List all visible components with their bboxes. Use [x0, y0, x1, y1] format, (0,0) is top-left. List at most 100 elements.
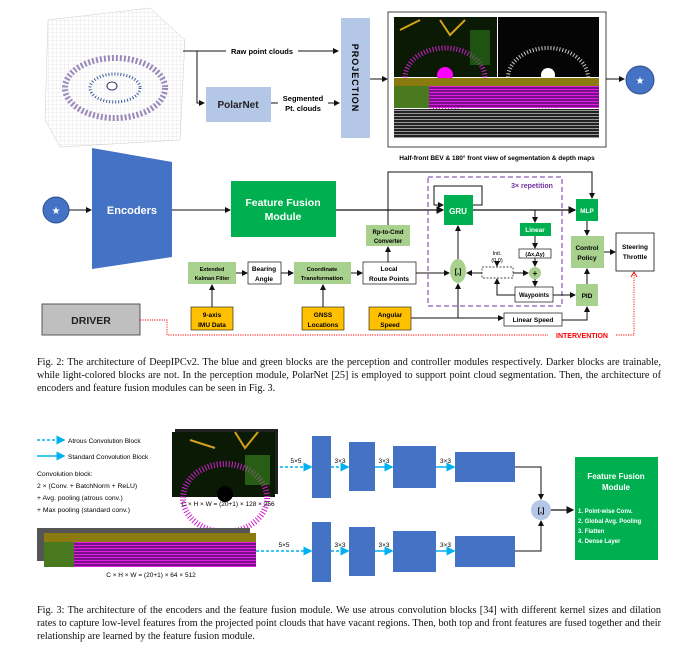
projection-label: PROJECTION — [350, 44, 360, 113]
star-connector-icon — [625, 65, 655, 95]
conv-block — [349, 442, 375, 491]
coord-label-2: Transformation — [301, 276, 344, 282]
plus-node — [529, 267, 541, 279]
kernel-size-label: 3×3 — [334, 458, 345, 465]
rp-to-cmd-label-2: Converter — [374, 239, 403, 245]
conv-block — [455, 452, 515, 482]
legend-standard-label: Standard Convolution Block — [68, 454, 149, 461]
local-route-label-2: Route Points — [369, 276, 409, 283]
conv-block — [393, 531, 436, 572]
mlp-block — [576, 199, 598, 221]
kernel-size-label: 5×5 — [290, 458, 301, 465]
concat-label: [,] — [455, 269, 462, 276]
conv-block — [349, 527, 375, 576]
imu-label: 9-axis — [203, 312, 222, 319]
ekf-label: Extended — [200, 267, 225, 273]
intervention-label: INTERVENTION — [556, 333, 608, 340]
conv-block-line: Convolution block: — [37, 471, 93, 478]
branch-arrow — [196, 51, 205, 106]
feature-fusion-block — [231, 181, 336, 237]
concat-node — [531, 500, 551, 520]
raw-point-clouds-label: Raw point clouds — [231, 47, 293, 56]
kernel-size-label: 3×3 — [334, 542, 345, 549]
maps-label: Half-front BEV & 180° front view of segm… — [399, 154, 595, 162]
control-policy-label-2: Policy — [577, 255, 597, 262]
control-policy-block — [571, 236, 604, 268]
imu-label-2: IMU Data — [198, 322, 226, 329]
mlp-label: MLP — [580, 208, 594, 215]
svg-text:★: ★ — [52, 206, 61, 217]
rp-to-cmd-label: Rp-to-Cmd — [373, 230, 404, 236]
polarnet-block — [206, 87, 271, 122]
gnss-label: GNSS — [314, 312, 333, 319]
ffm-title-2: Module — [602, 483, 631, 492]
kernel-size-label: 3×3 — [378, 458, 389, 465]
concat-node — [450, 259, 466, 283]
projection-block — [341, 18, 370, 138]
kernel-size-label: 3×3 — [440, 458, 451, 465]
conv-block-line: + Max pooling (standard conv.) — [37, 507, 130, 514]
coord-label: Coordinate — [307, 267, 338, 273]
angular-label: Angular — [378, 312, 403, 319]
waypoints-label: Waypoints — [519, 293, 550, 299]
feature-fusion-block — [575, 457, 658, 560]
driver-label: DRIVER — [71, 315, 111, 327]
segmented-label: Segmented — [283, 94, 324, 103]
init-label: Init. — [493, 251, 502, 257]
ffm-label: Feature Fusion — [245, 197, 320, 209]
hidden-state-block — [481, 266, 514, 279]
plus-label: + — [533, 269, 538, 278]
conv-block — [312, 522, 331, 582]
kernel-size-label: 3×3 — [378, 542, 389, 549]
ffm-label-2: Module — [265, 211, 302, 223]
linear-block — [520, 223, 551, 236]
conv-block-line: 2 × (Conv. + BatchNorm + ReLU) — [37, 483, 137, 490]
repetition-box — [427, 176, 563, 307]
conv-block — [393, 446, 436, 488]
top-view-image — [172, 429, 278, 535]
conv-block-line: + Avg. pooling (atrous conv.) — [37, 495, 123, 502]
polarnet-label: PolarNet — [217, 100, 259, 111]
driver-block — [41, 303, 141, 336]
ffm-step: 2. Global Avg. Pooling — [578, 519, 642, 525]
segmented-label-2: Pt. clouds — [285, 104, 321, 113]
point-cloud-plot — [44, 7, 186, 148]
steering-throttle-block — [615, 232, 655, 272]
control-policy-label: Control — [575, 245, 598, 252]
gru-block — [444, 195, 473, 225]
bearing-label-2: Angle — [255, 276, 273, 283]
rp-to-cmd-block — [366, 225, 410, 246]
gru-label: GRU — [449, 207, 467, 216]
bottom-dims-label: C × H × W = (20+1) × 64 × 512 — [106, 572, 196, 579]
repetition-label: 3× repetition — [511, 183, 553, 190]
concat-label: [,] — [538, 508, 545, 515]
pid-label: PID — [582, 293, 593, 300]
linear-label: Linear — [525, 227, 545, 234]
delta-label: (Δx,Δy) — [525, 252, 544, 258]
linear-speed-label: Linear Speed — [513, 317, 554, 324]
kernel-size-label: 5×5 — [278, 542, 289, 549]
ekf-block — [188, 262, 236, 284]
legend-atrous-label: Atrous Convolution Block — [68, 438, 141, 445]
local-route-label: Local — [381, 266, 398, 273]
pid-block — [576, 284, 598, 306]
angular-label-2: Speed — [380, 322, 400, 329]
ekf-label-2: Kalman Filter — [195, 276, 231, 282]
svg-text:★: ★ — [636, 76, 645, 87]
ffm-step: 4. Dense Layer — [578, 539, 621, 545]
steering-label: Steering — [622, 244, 648, 251]
bearing-label: Bearing — [252, 266, 276, 273]
projected-maps-panel — [387, 11, 607, 148]
kernel-size-label: 3×3 — [440, 542, 451, 549]
fig2-caption: Fig. 2: The architecture of DeepIPCv2. T… — [37, 357, 661, 394]
encoders-label: Encoders — [107, 205, 157, 217]
ffm-step: 3. Flatten — [578, 529, 605, 535]
coordinate-transformation-block — [294, 262, 351, 284]
ffm-title: Feature Fusion — [587, 472, 644, 481]
conv-block — [455, 536, 515, 567]
ffm-step: 1. Point-wise Conv. — [578, 509, 633, 515]
front-view-image — [37, 528, 256, 567]
top-dims-label: C × H × W = (20+1) × 128 × 256 — [181, 501, 275, 508]
conv-block — [312, 436, 331, 498]
